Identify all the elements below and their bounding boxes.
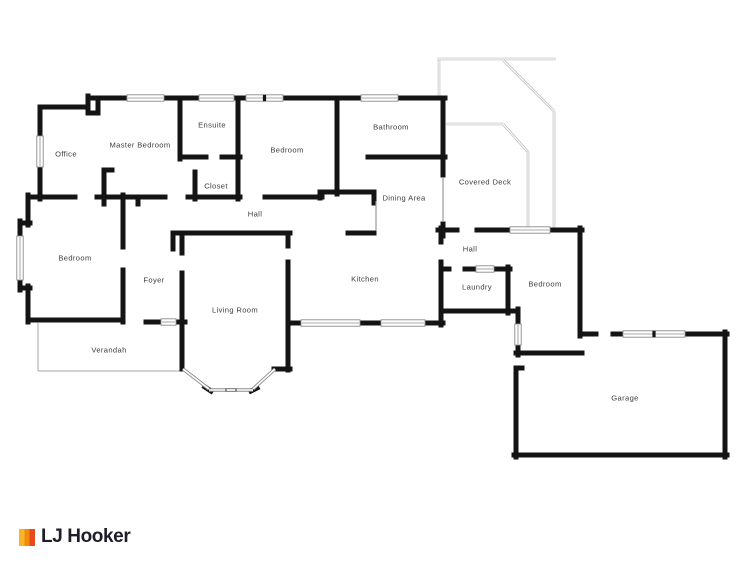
- room-label-master-bedroom: Master Bedroom: [109, 141, 170, 150]
- room-label-bedroom-right: Bedroom: [528, 280, 561, 289]
- room-label-dining-area: Dining Area: [382, 194, 426, 203]
- doors-layer: [375, 177, 444, 230]
- room-label-bedroom-top: Bedroom: [270, 146, 303, 155]
- room-label-hall-middle: Hall: [248, 210, 262, 219]
- brand-logo: LJ Hooker: [19, 526, 131, 548]
- brand-name: LJ Hooker: [41, 526, 131, 547]
- covered-deck-outline: [437, 57, 556, 229]
- room-label-verandah: Verandah: [91, 346, 126, 355]
- room-label-laundry: Laundry: [462, 283, 492, 292]
- room-label-covered-deck: Covered Deck: [459, 178, 511, 187]
- room-label-bedroom-left: Bedroom: [58, 254, 91, 263]
- room-label-ensuite: Ensuite: [198, 121, 226, 130]
- room-label-kitchen: Kitchen: [351, 275, 379, 284]
- walls-layer: [17, 93, 730, 460]
- windows-layer: [16, 94, 686, 392]
- room-label-bathroom: Bathroom: [373, 123, 409, 132]
- verandah-outline: [37, 323, 182, 372]
- room-label-closet: Closet: [204, 182, 228, 191]
- lj-hooker-logo-icon: [19, 528, 35, 546]
- room-label-foyer: Foyer: [143, 276, 164, 285]
- room-label-living-room: Living Room: [212, 306, 258, 315]
- room-label-office: Office: [55, 150, 77, 159]
- room-label-hall-right: Hall: [463, 245, 477, 254]
- room-label-garage: Garage: [611, 394, 638, 403]
